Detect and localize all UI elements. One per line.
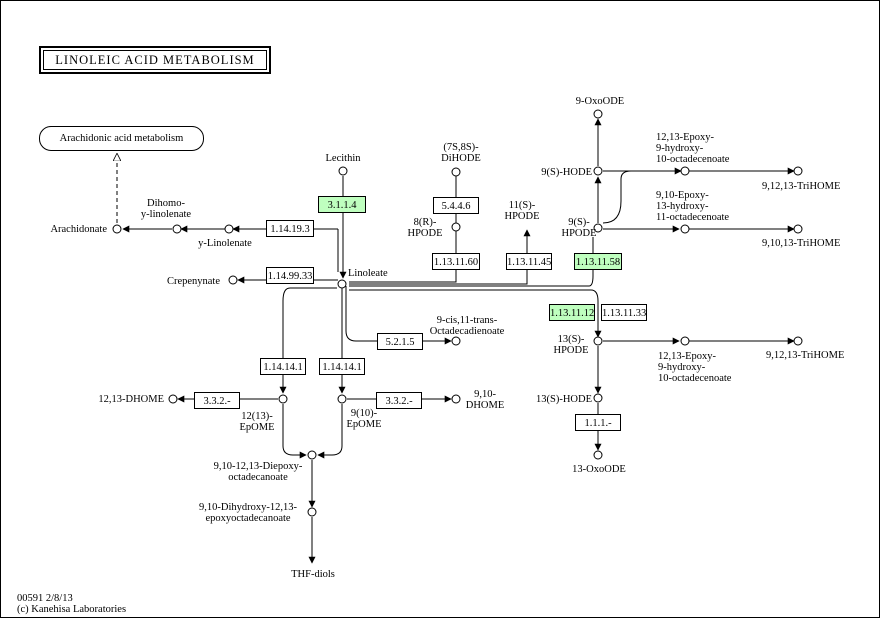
node-epome12[interactable] <box>278 394 288 404</box>
label-trihome3: 9,12,13-TriHOME <box>766 350 845 361</box>
label-trihome1: 9,12,13-TriHOME <box>762 181 841 192</box>
node-trihome1[interactable] <box>793 166 803 176</box>
enzyme-5-4-4-6[interactable]: 5.4.4.6 <box>433 197 479 214</box>
label-trihome2: 9,10,13-TriHOME <box>762 238 841 249</box>
map-link-arachidonic[interactable]: Arachidonic acid metabolism <box>39 126 204 151</box>
enzyme-1-13-11-60[interactable]: 1.13.11.60 <box>432 253 480 270</box>
node-trihome3[interactable] <box>793 336 803 346</box>
label-dhome1213: 12,13-DHOME <box>98 394 164 405</box>
label-glinolenate: y-Linolenate <box>198 238 252 249</box>
enzyme-1-13-11-33[interactable]: 1.13.11.33 <box>601 304 647 321</box>
node-hpode13[interactable] <box>593 336 603 346</box>
label-hpode9: 9(S)- HPODE <box>561 217 597 239</box>
enzyme-1-14-99-33[interactable]: 1.14.99.33 <box>266 267 314 284</box>
label-dihode: (7S,8S)- DiHODE <box>441 142 481 164</box>
label-oxoode9: 9-OxoODE <box>575 96 625 107</box>
enzyme-3-3-2-right[interactable]: 3.3.2.- <box>376 392 422 409</box>
pathway-title: LINOLEIC ACID METABOLISM <box>39 46 271 74</box>
label-hode13: 13(S)-HODE <box>536 394 592 405</box>
node-oxoode9[interactable] <box>593 109 603 119</box>
label-epoxy2: 9,10-Epoxy- 13-hydroxy- 11-octadecenoate <box>656 190 730 223</box>
enzyme-1-1-1[interactable]: 1.1.1.- <box>575 414 621 431</box>
label-dihomo: Dihomo- y-linolenate <box>140 198 192 220</box>
label-dihydroxy: 9,10-Dihydroxy-12,13- epoxyoctadecanoate <box>199 502 297 524</box>
label-linoleate: Linoleate <box>348 268 388 279</box>
label-ciscis: 9-cis,11-trans- Octadecadienoate <box>429 315 505 337</box>
label-hpode13: 13(S)- HPODE <box>553 334 589 356</box>
enzyme-1-13-11-12[interactable]: 1.13.11.12 <box>549 304 595 321</box>
label-oxoode13: 13-OxoODE <box>572 464 626 475</box>
node-hpode8[interactable] <box>451 222 461 232</box>
enzyme-3-3-2-left[interactable]: 3.3.2.- <box>194 392 240 409</box>
node-diepoxy[interactable] <box>307 450 317 460</box>
label-lecithin: Lecithin <box>325 153 361 164</box>
node-epoxy3[interactable] <box>680 336 690 346</box>
enzyme-5-2-1-5[interactable]: 5.2.1.5 <box>377 333 423 350</box>
label-diepoxy: 9,10-12,13-Diepoxy- octadecanoate <box>213 461 303 483</box>
node-epoxy1[interactable] <box>680 166 690 176</box>
label-dhome910: 9,10- DHOME <box>465 389 505 411</box>
node-hpode9[interactable] <box>593 223 603 233</box>
node-dihomo[interactable] <box>172 224 182 234</box>
node-crepenynate[interactable] <box>228 275 238 285</box>
label-hpode11: 11(S)- HPODE <box>504 200 540 222</box>
enzyme-3-1-1-4[interactable]: 3.1.1.4 <box>318 196 366 213</box>
label-epome9: 9(10)- EpOME <box>346 408 382 430</box>
label-epoxy1: 12,13-Epoxy- 9-hydroxy- 10-octadecenoate <box>656 132 730 165</box>
node-ciscis[interactable] <box>451 336 461 346</box>
node-linoleate[interactable] <box>337 279 347 289</box>
node-hode9[interactable] <box>593 166 603 176</box>
label-thf: THF-diols <box>291 569 335 580</box>
node-lecithin[interactable] <box>338 166 348 176</box>
node-dhome1213[interactable] <box>168 394 178 404</box>
node-dihode[interactable] <box>451 167 461 177</box>
enzyme-1-14-14-1-left[interactable]: 1.14.14.1 <box>260 358 306 375</box>
node-epome9[interactable] <box>337 394 347 404</box>
node-dihydroxy[interactable] <box>307 507 317 517</box>
node-glinolenate[interactable] <box>224 224 234 234</box>
footer-credit: (c) Kanehisa Laboratories <box>17 604 127 615</box>
label-epoxy3: 12,13-Epoxy- 9-hydroxy- 10-octadecenoate <box>658 351 732 384</box>
enzyme-1-14-19-3[interactable]: 1.14.19.3 <box>266 220 314 237</box>
label-hode9: 9(S)-HODE <box>541 167 592 178</box>
node-trihome2[interactable] <box>793 224 803 234</box>
label-arachidonate: Arachidonate <box>50 224 107 235</box>
enzyme-1-13-11-45[interactable]: 1.13.11.45 <box>506 253 552 270</box>
footer-id-date: 00591 2/8/13 <box>17 593 73 604</box>
node-hode13[interactable] <box>593 393 603 403</box>
label-epome12: 12(13)- EpOME <box>239 411 275 433</box>
enzyme-1-13-11-58[interactable]: 1.13.11.58 <box>574 253 622 270</box>
node-oxoode13[interactable] <box>593 450 603 460</box>
enzyme-1-14-14-1-right[interactable]: 1.14.14.1 <box>319 358 365 375</box>
node-arachidonate[interactable] <box>112 224 122 234</box>
label-hpode8: 8(R)- HPODE <box>407 217 443 239</box>
node-epoxy2[interactable] <box>680 224 690 234</box>
label-crepenynate: Crepenynate <box>166 276 220 287</box>
node-dhome910[interactable] <box>451 394 461 404</box>
